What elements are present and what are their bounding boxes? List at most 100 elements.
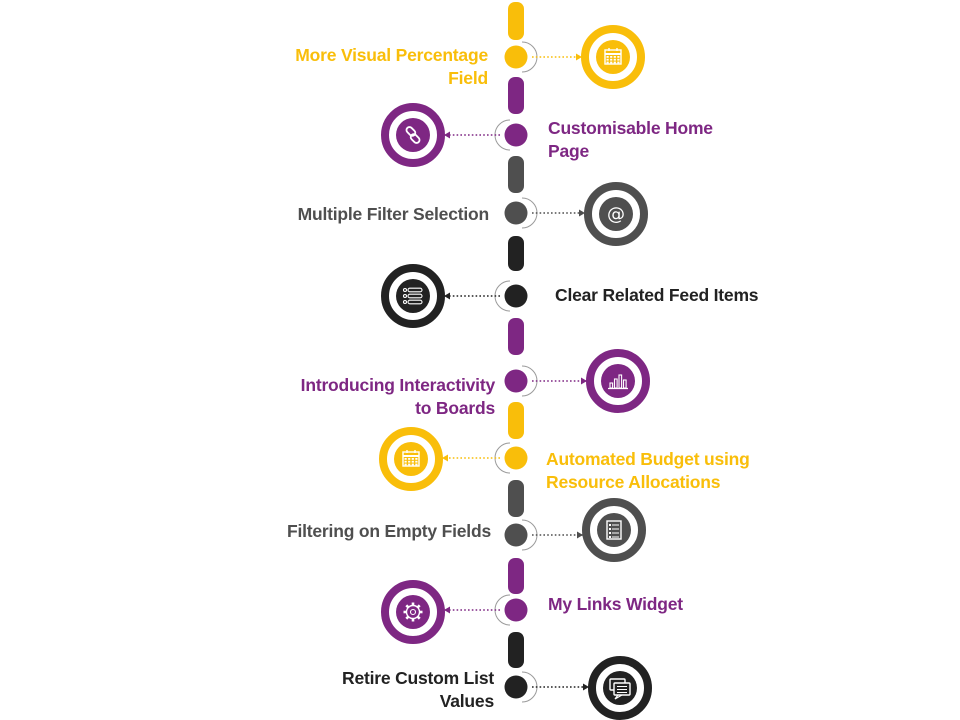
milestone-1	[504, 25, 645, 89]
calendar-cell	[404, 463, 407, 466]
chat-icon	[609, 678, 631, 700]
calendar-frame	[402, 451, 420, 467]
calendar-cell	[610, 61, 613, 64]
spine-segment	[508, 318, 524, 355]
icon-disc	[394, 442, 428, 476]
calendar-cell	[408, 463, 411, 466]
timeline-node	[504, 45, 528, 69]
connector-arrowhead	[444, 606, 450, 614]
icon-disc	[599, 197, 633, 231]
calendar-cell	[617, 58, 620, 61]
gear-hub	[409, 608, 417, 616]
calendar-cell	[408, 460, 411, 463]
milestone-3: @	[504, 182, 648, 246]
connector-arrowhead	[442, 454, 448, 462]
connector-arrowhead	[444, 131, 450, 139]
calendar-cell	[610, 58, 613, 61]
calendar-cell	[411, 460, 414, 463]
spine-segment	[508, 2, 524, 40]
connector-arrowhead	[577, 531, 583, 539]
icon-disc	[597, 513, 631, 547]
list-bullet	[402, 293, 408, 299]
calendar-cell	[411, 458, 414, 460]
check-box	[609, 528, 611, 530]
milestone-4	[381, 264, 528, 328]
timeline-node	[504, 369, 528, 393]
milestone-6	[379, 427, 528, 491]
calendar-cell	[415, 458, 418, 460]
spine-segment	[508, 402, 524, 439]
check-box	[609, 524, 611, 526]
at-sign-icon: @	[607, 204, 625, 225]
timeline-node	[504, 446, 528, 470]
calendar-cell	[415, 460, 418, 463]
calendar-cell	[408, 458, 411, 460]
doc-frame	[606, 520, 622, 540]
link-loop	[409, 133, 421, 144]
calendar-grid-icon	[402, 450, 420, 467]
connector-arrowhead	[576, 53, 582, 61]
calendar-frame	[604, 49, 622, 65]
link-icon	[405, 126, 421, 144]
calendar-cell	[415, 463, 418, 466]
calendar-cell	[411, 463, 414, 466]
icon-disc	[396, 595, 430, 629]
list-bullet	[402, 287, 408, 293]
icon-disc	[601, 364, 635, 398]
bar-chart-icon	[608, 374, 628, 390]
milestone-label-8: My Links Widget	[548, 594, 683, 614]
calendar-cell	[613, 56, 616, 58]
milestone-label-3: Multiple Filter Selection	[297, 204, 490, 224]
list-line	[407, 287, 423, 293]
calendar-cell	[404, 458, 407, 460]
at-glyph: @	[607, 204, 625, 225]
milestone-7	[504, 498, 646, 562]
calendar-icon	[604, 48, 622, 65]
connector-arrowhead	[581, 377, 587, 385]
spine-segment	[508, 632, 524, 668]
milestone-label-4: Clear Related Feed Items	[555, 285, 759, 305]
list-line	[407, 293, 423, 299]
milestone-8	[381, 580, 528, 644]
gear-icon	[403, 602, 423, 622]
list-line	[407, 299, 423, 305]
connector-arrowhead	[444, 292, 450, 300]
list-icon	[402, 287, 423, 305]
milestone-9	[504, 656, 652, 720]
timeline-node	[504, 284, 528, 308]
spine-segment	[508, 480, 524, 517]
icon-disc	[396, 279, 430, 313]
milestone-label-7: Filtering on Empty Fields	[286, 521, 491, 541]
spine-segment	[508, 558, 524, 594]
check-box	[609, 536, 611, 538]
checklist-icon	[606, 520, 622, 540]
timeline-node	[504, 523, 528, 547]
timeline-node	[504, 123, 528, 147]
calendar-cell	[606, 61, 609, 64]
check-box	[609, 532, 611, 534]
calendar-cell	[613, 61, 616, 64]
timeline-node	[504, 201, 528, 225]
chat-tail	[614, 694, 623, 700]
calendar-cell	[610, 56, 613, 58]
calendar-cell	[613, 58, 616, 61]
calendar-cell	[606, 56, 609, 58]
calendar-cell	[617, 61, 620, 64]
calendar-cell	[404, 460, 407, 463]
milestone-5	[504, 349, 650, 413]
spine-segment	[508, 156, 524, 193]
calendar-cell	[606, 58, 609, 61]
connector-arrowhead	[583, 683, 589, 691]
icon-disc	[596, 40, 630, 74]
connector-arrowhead	[579, 209, 585, 217]
milestone-2	[381, 103, 528, 167]
timeline-node	[504, 598, 528, 622]
spine-segment	[508, 77, 524, 114]
